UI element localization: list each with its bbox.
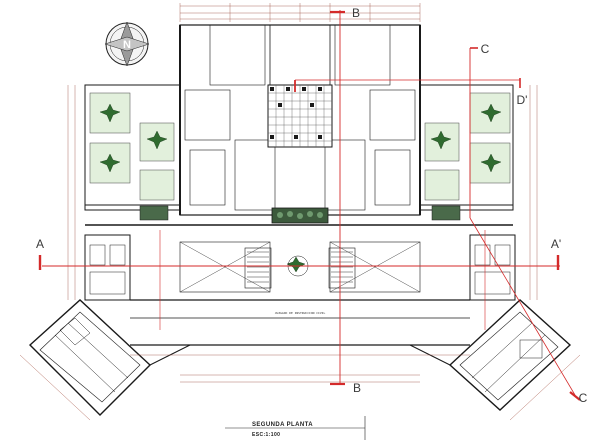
left-garden-block [84, 84, 181, 211]
central-atrium-grid [267, 84, 333, 148]
section-b-top-label: B [352, 6, 360, 20]
service-blocks [84, 234, 516, 301]
drawing-title: SEGUNDA PLANTA [252, 422, 313, 428]
section-c-top-label: C [481, 42, 490, 56]
section-b-bottom-label: B [353, 381, 361, 395]
north-letter: N [123, 39, 131, 51]
tree-icon [99, 153, 121, 173]
section-a-left-label: A [36, 237, 44, 251]
stairs [247, 251, 353, 283]
right-garden-block [419, 84, 514, 211]
section-d-right-label: D' [517, 93, 528, 107]
title-block: SEGUNDA PLANTA ESC:1:100 [225, 416, 366, 440]
tree-icon [146, 130, 168, 150]
tree-icon [286, 256, 306, 273]
central-building [179, 24, 421, 216]
main-wing [85, 224, 513, 346]
section-c-bottom-label: C [579, 391, 588, 405]
north-compass: N [104, 21, 150, 67]
corridor-label: JUZGADO DE INSTRUCCION CIVIL [275, 311, 326, 315]
section-a-right-label: A' [551, 237, 561, 251]
tree-icon [430, 130, 452, 150]
section-lines [38, 10, 581, 401]
lobby-garden-strip [139, 205, 461, 224]
tree-icon [480, 153, 502, 173]
tree-icon [99, 103, 121, 123]
tree-icon [480, 103, 502, 123]
side-dimension-lines [67, 85, 538, 383]
top-dimension-lines [179, 3, 421, 22]
drawing-scale: ESC:1:100 [252, 432, 280, 438]
